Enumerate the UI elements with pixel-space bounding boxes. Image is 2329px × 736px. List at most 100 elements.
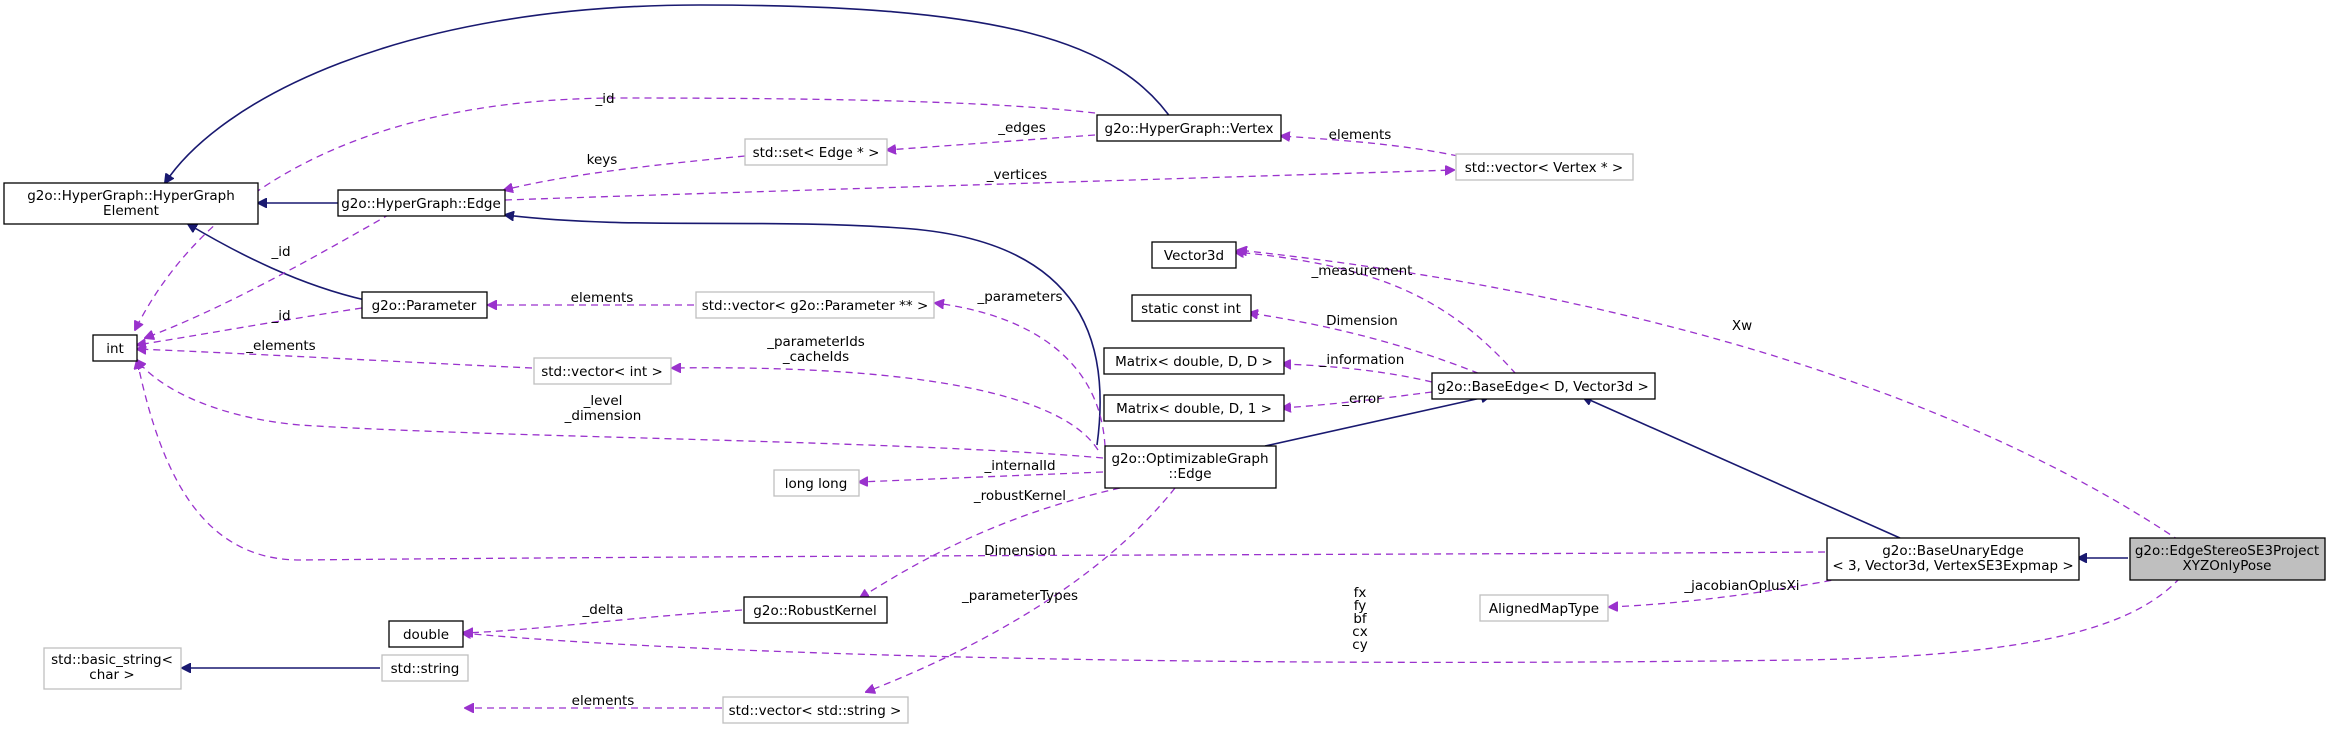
node-base-unary-edge[interactable]: g2o::BaseUnaryEdge< 3, Vector3d, VertexS…	[1826, 537, 2080, 581]
svg-text:std::set< Edge * >: std::set< Edge * >	[753, 145, 880, 161]
use-optedge-paramids	[672, 368, 1099, 451]
use-set-keys	[504, 155, 746, 190]
use-optedge-internalid	[859, 471, 1104, 482]
inherit-unary-to-baseedge	[1583, 397, 1901, 539]
node-basic-string[interactable]: std::basic_string<char >	[43, 647, 182, 690]
svg-text:g2o::HyperGraph::Vertex: g2o::HyperGraph::Vertex	[1105, 121, 1274, 137]
svg-text:std::vector< std::string >: std::vector< std::string >	[729, 703, 902, 719]
label-keys: keys	[587, 152, 618, 168]
svg-text:Matrix< double, D, D >: Matrix< double, D, D >	[1115, 354, 1273, 370]
use-parameter-id	[137, 307, 363, 345]
svg-text:g2o::OptimizableGraph::Edge: g2o::OptimizableGraph::Edge	[1111, 451, 1268, 482]
node-matrix-dd[interactable]: Matrix< double, D, D >	[1103, 347, 1285, 375]
node-optimizable-edge[interactable]: g2o::OptimizableGraph::Edge	[1104, 445, 1277, 489]
label-parameter-types: _parameterTypes	[961, 588, 1078, 604]
use-optedge-parameters	[935, 303, 1106, 447]
use-optedge-robustkernel	[860, 487, 1121, 598]
svg-text:double: double	[403, 627, 449, 643]
node-std-string[interactable]: std::string	[381, 654, 469, 682]
node-hypergraph-edge[interactable]: g2o::HyperGraph::Edge	[337, 189, 506, 217]
label-jacobian: _jacobianOplusXi	[1683, 578, 1799, 594]
node-std-set-edge[interactable]: std::set< Edge * >	[744, 138, 888, 166]
svg-text:std::vector< g2o::Parameter **: std::vector< g2o::Parameter ** >	[702, 298, 929, 314]
label-error: _error	[1341, 391, 1382, 407]
node-std-vector-vertex[interactable]: std::vector< Vertex * >	[1455, 153, 1634, 181]
label-dimension: Dimension	[1326, 313, 1398, 329]
svg-text:int: int	[106, 341, 124, 357]
svg-text:Vector3d: Vector3d	[1164, 248, 1224, 264]
use-baseedge-dimension	[1249, 313, 1491, 379]
label-robust-kernel: _robustKernel	[973, 488, 1066, 504]
use-optedge-level	[137, 360, 1104, 459]
use-stereo-xw	[1238, 250, 2181, 542]
node-parameter[interactable]: g2o::Parameter	[361, 291, 488, 319]
label-vertices: _vertices	[986, 167, 1047, 183]
inherit-parameter-to-element	[188, 224, 366, 301]
label-delta: _delta	[582, 602, 624, 618]
svg-text:std::vector< Vertex * >: std::vector< Vertex * >	[1465, 160, 1623, 176]
label-elements-int: _elements	[245, 338, 315, 354]
use-optedge-parametertypes	[866, 487, 1176, 692]
label-xw: Xw	[1732, 318, 1752, 334]
use-baseedge-measurement	[1235, 252, 1517, 375]
label-elements-vertex: elements	[1329, 127, 1392, 143]
inherit-vertex-to-element	[165, 4, 1176, 183]
label-vertex-id: _id	[594, 91, 614, 107]
svg-text:g2o::HyperGraph::Edge: g2o::HyperGraph::Edge	[341, 196, 501, 212]
svg-text:std::vector< int >: std::vector< int >	[541, 364, 663, 380]
use-stereo-intrinsics	[462, 577, 2181, 664]
svg-text:std::basic_string<char >: std::basic_string<char >	[51, 652, 173, 683]
inherit-optedge-to-baseedge	[1264, 396, 1490, 447]
svg-text:g2o::BaseUnaryEdge< 3, Vector3: g2o::BaseUnaryEdge< 3, Vector3d, VertexS…	[1832, 543, 2073, 574]
svg-text:std::string: std::string	[391, 661, 460, 677]
use-edge-id	[145, 213, 391, 338]
svg-text:static const int: static const int	[1141, 301, 1241, 317]
label-level-dim: _level_dimension	[564, 393, 642, 424]
label-information: _information	[1319, 352, 1405, 368]
node-robust-kernel[interactable]: g2o::RobustKernel	[743, 596, 888, 624]
label-edge-id: _id	[270, 244, 290, 260]
node-double[interactable]: double	[388, 620, 464, 648]
svg-text:AlignedMapType: AlignedMapType	[1489, 601, 1599, 617]
label-param-id: _id	[270, 308, 290, 324]
node-aligned-map-type[interactable]: AlignedMapType	[1479, 594, 1609, 622]
label-param-ids: _parameterIds_cacheIds	[766, 334, 865, 365]
node-matrix-d1[interactable]: Matrix< double, D, 1 >	[1103, 394, 1285, 422]
node-vector3d[interactable]: Vector3d	[1151, 241, 1237, 269]
use-int-vector-elements	[137, 349, 533, 369]
use-baseedge-error	[1282, 391, 1433, 408]
label-elements-param: elements	[571, 290, 634, 306]
node-int[interactable]: int	[92, 334, 138, 362]
node-std-vector-parameter[interactable]: std::vector< g2o::Parameter ** >	[695, 291, 935, 319]
node-long-long[interactable]: long long	[773, 469, 860, 497]
svg-text:long long: long long	[785, 476, 848, 492]
node-static-const-int[interactable]: static const int	[1131, 294, 1252, 322]
label-edges: _edges	[997, 120, 1046, 136]
svg-text:Matrix< double, D, 1 >: Matrix< double, D, 1 >	[1116, 401, 1272, 417]
label-parameters: _parameters	[976, 289, 1062, 305]
label-unary-dimension: Dimension	[984, 543, 1056, 559]
svg-text:g2o::Parameter: g2o::Parameter	[372, 298, 477, 314]
use-unary-dimension	[137, 360, 1826, 561]
node-hypergraph-vertex[interactable]: g2o::HyperGraph::Vertex	[1096, 114, 1282, 142]
label-elements-string: elements	[572, 693, 635, 709]
use-robustkernel-delta	[464, 609, 743, 633]
inherit-optedge-to-hgedge	[505, 215, 1101, 446]
svg-text:g2o::RobustKernel: g2o::RobustKernel	[753, 603, 876, 619]
node-std-vector-int[interactable]: std::vector< int >	[533, 357, 672, 385]
label-measurement: _measurement	[1311, 263, 1413, 279]
node-base-edge[interactable]: g2o::BaseEdge< D, Vector3d >	[1431, 372, 1656, 400]
use-vector-vertex-elements	[1281, 136, 1459, 157]
use-edge-vertices	[504, 170, 1454, 201]
use-baseedge-information	[1282, 364, 1433, 383]
label-internal-id: _internalId	[983, 458, 1055, 474]
svg-text:g2o::BaseEdge< D, Vector3d >: g2o::BaseEdge< D, Vector3d >	[1437, 379, 1649, 395]
use-unary-jacobian	[1609, 575, 1856, 607]
node-std-vector-string[interactable]: std::vector< std::string >	[722, 696, 909, 724]
